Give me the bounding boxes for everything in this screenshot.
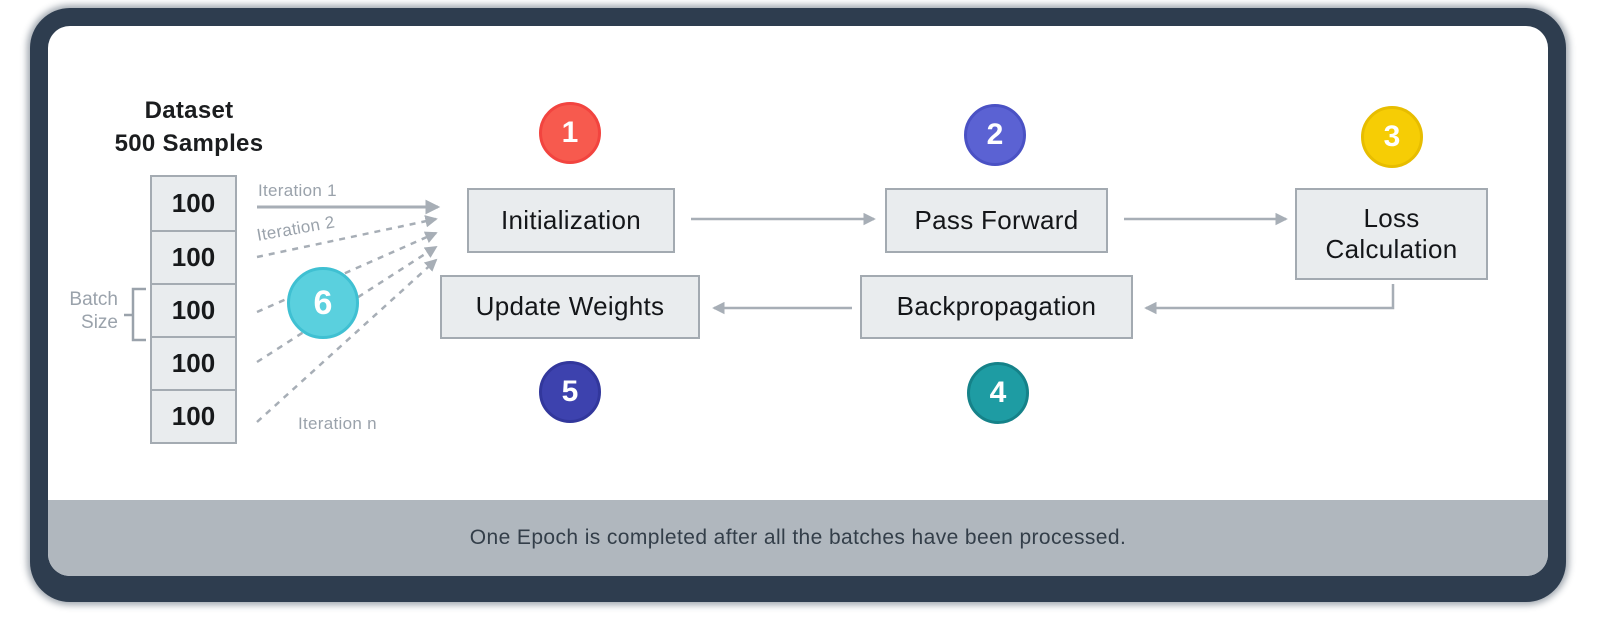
iteration-n-label: Iteration n bbox=[298, 414, 377, 433]
step-5-badge: 5 bbox=[539, 361, 601, 423]
update-weights-box: Update Weights bbox=[440, 275, 700, 339]
batch-size-label: Batch Size bbox=[48, 288, 118, 334]
dataset-title: Dataset 500 Samples bbox=[89, 94, 289, 160]
dataset-column: 100 100 100 100 100 bbox=[150, 175, 237, 444]
batch-cell: 100 bbox=[152, 283, 235, 336]
dataset-title-line1: Dataset bbox=[144, 97, 234, 124]
batch-cell: 100 bbox=[171, 188, 216, 218]
batch-cell: 100 bbox=[152, 389, 235, 442]
loss-calculation-box: Loss Calculation bbox=[1295, 188, 1488, 280]
epoch-note-bar: One Epoch is completed after all the bat… bbox=[48, 500, 1548, 576]
step-1-badge: 1 bbox=[539, 102, 601, 164]
step-2-badge: 2 bbox=[964, 104, 1026, 166]
pass-forward-box: Pass Forward bbox=[885, 188, 1108, 253]
batch-cell: 100 bbox=[152, 230, 235, 283]
loss-to-backprop-arrow bbox=[1144, 284, 1395, 315]
diagram-panel: Dataset 500 Samples 100 100 100 100 100 … bbox=[48, 26, 1548, 576]
step-6-badge: 6 bbox=[287, 267, 359, 339]
batch-size-label-line2: Size bbox=[81, 312, 118, 333]
step-4-badge: 4 bbox=[967, 362, 1029, 424]
iteration-1-label: Iteration 1 bbox=[258, 181, 337, 200]
dataset-title-line2: 500 Samples bbox=[114, 130, 264, 157]
batch-cell: 100 bbox=[152, 336, 235, 389]
outer-frame: Dataset 500 Samples 100 100 100 100 100 … bbox=[30, 8, 1566, 602]
initialization-box: Initialization bbox=[467, 188, 675, 253]
batch-size-bracket bbox=[124, 287, 146, 342]
iteration-2-label: Iteration 2 bbox=[255, 212, 337, 245]
epoch-note-text: One Epoch is completed after all the bat… bbox=[469, 526, 1127, 549]
batch-size-label-line1: Batch bbox=[69, 289, 118, 310]
step-3-badge: 3 bbox=[1361, 106, 1423, 168]
backpropagation-box: Backpropagation bbox=[860, 275, 1133, 339]
